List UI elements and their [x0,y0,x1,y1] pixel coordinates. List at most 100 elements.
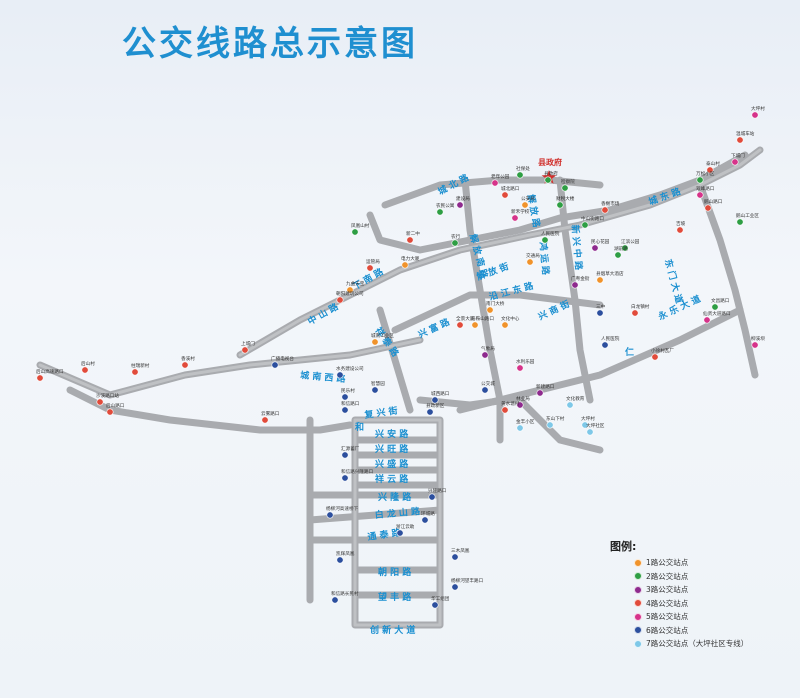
bus-stop-marker [351,228,359,236]
bus-stop-marker [591,244,599,252]
bus-stop-marker [331,596,339,604]
bus-stop-marker [751,111,759,119]
bus-stop-label: 江滨公园 [621,238,640,245]
bus-stop-label: 泰山村 [706,160,720,167]
bus-stop-label: 水利乐园 [516,358,535,365]
bus-stop-label: 民乐村 [341,387,355,394]
bus-stop-marker [131,368,139,376]
bus-stop-marker [481,351,489,359]
bus-stop-label: 公交城 [481,380,495,387]
bus-stop-label: 运管局 [366,258,380,265]
legend-item: 5路公交站点 [610,610,780,624]
bus-stop-label: 新建路口 [536,383,555,390]
bus-stop-label: 民心花园 [591,238,610,245]
bus-stop-label: 交通局 [526,252,540,259]
road-he [376,306,414,414]
bus-stop-marker [428,493,436,501]
bus-stop-marker [651,353,659,361]
bus-stop-label: 和信路长民村 [331,590,359,597]
bus-stop-label: 电力大厦 [401,255,420,262]
bus-stop-marker [471,321,479,329]
road-chengbei [381,176,604,209]
bus-stop-marker [241,346,249,354]
legend-dot-icon [634,639,642,648]
bus-stop-label: 凤凰山村 [351,222,370,229]
bus-stop-label: 三中 [596,303,606,310]
road-westline-core [38,338,422,397]
bus-stop-marker [581,421,589,429]
legend-title: 图例: [610,540,637,553]
bus-stop-label: 文化中心 [501,315,520,322]
bus-stop-label: 杨柳河望丰路口 [451,577,484,584]
bus-stop-label: 沙溪路口站 [96,392,119,399]
bus-stop-label: 后山路口 [106,402,125,409]
bus-stop-marker [516,401,524,409]
bus-stop-marker [561,184,569,192]
bus-stop-label: 小徐村瓦厂 [651,347,674,354]
bus-stop-label: 双峰路口 [696,185,715,192]
road-label-ren: 仁 [625,346,634,358]
road-label-xingan: 兴 安 路 [375,428,409,440]
bus-stop-label: 上城门 [241,340,255,347]
bus-stop-label: 林业局 [516,395,530,402]
bus-stop-label: 东山下村 [546,415,565,422]
bus-stop-marker [336,371,344,379]
bus-stop-marker [544,176,552,184]
bus-stop-label: 吉坡 [676,220,686,227]
bus-stop-label: 仙贤大道路口 [703,310,731,317]
bus-stop-label: 兴隆路口 [428,487,447,494]
legend-item: 1路公交站点 [610,556,780,570]
bus-stop-label: 下城门 [731,152,745,159]
bus-stop-marker [601,341,609,349]
legend-dot-icon [634,572,642,581]
road-southeast [516,396,604,454]
bus-stop-label: 新二中 [406,230,420,237]
bus-stop-label: 县烟草大酒店 [596,270,624,277]
bus-stop-marker [371,338,379,346]
bus-stop-label: 中山街路口 [581,215,604,222]
bus-stop-label: 农行 [451,233,461,240]
bus-stop-label: 后山村 [81,360,95,367]
bus-stop-marker [336,296,344,304]
bus-stop-marker [456,201,464,209]
road-northwest-core [238,148,762,357]
legend-item: 2路公交站点 [610,570,780,584]
legend-item: 7路公交站点（大坪社区专线） [610,637,780,651]
bus-stop-label: 老年公园 [491,173,510,180]
bus-stop-marker [541,236,549,244]
bus-stop-marker [396,529,404,537]
road-label-xiangyun: 祥 云 路 [375,473,409,485]
bus-stop-label: 浙江云助 [396,523,415,530]
legend-item: 3路公交站点 [610,583,780,597]
bus-stop-marker [596,309,604,317]
legend-label: 4路公交站点 [646,598,689,608]
bus-stop-marker [706,166,714,174]
bus-stop-marker [516,171,524,179]
bus-stop-marker [711,303,719,311]
bus-stop-marker [546,421,554,429]
legend-dot-icon [634,585,642,594]
road-jiefang-vertical [461,176,504,444]
bus-stop-marker [426,408,434,416]
bus-stop-marker [451,553,459,561]
bus-stop-label: 广播电视台 [271,355,294,362]
road-label-xingwang: 兴 旺 路 [375,443,409,455]
road-main-north [366,151,749,254]
bus-stop-marker [736,136,744,144]
bus-stop-marker [81,366,89,374]
bus-stop-marker [181,361,189,369]
bus-stop-marker [676,226,684,234]
bus-stop-marker [346,286,354,294]
bus-stop-marker [501,321,509,329]
bus-stops: 大坪村温城车站下城门泰山村万松小区双峰路口老年公园社保处县政府检察院城北路口新禾… [36,105,765,609]
bus-stop-label: 鹅山路口 [704,198,723,205]
bus-stop-marker [341,393,349,401]
road-label-chaoyang: 朝 阳 路 [378,566,412,578]
bus-stop-label: 全景大厦 [456,315,475,322]
bus-stop-label: 检察院 [561,178,575,185]
bus-stop-label: 鹅山工业区 [736,212,759,219]
bus-stop-marker [516,364,524,372]
legend-label: 7路公交站点（大坪社区专线） [646,639,749,649]
bus-stop-label: 华工组团 [431,595,450,602]
bus-stop-label: 杨柳河高速桥下 [326,505,359,512]
